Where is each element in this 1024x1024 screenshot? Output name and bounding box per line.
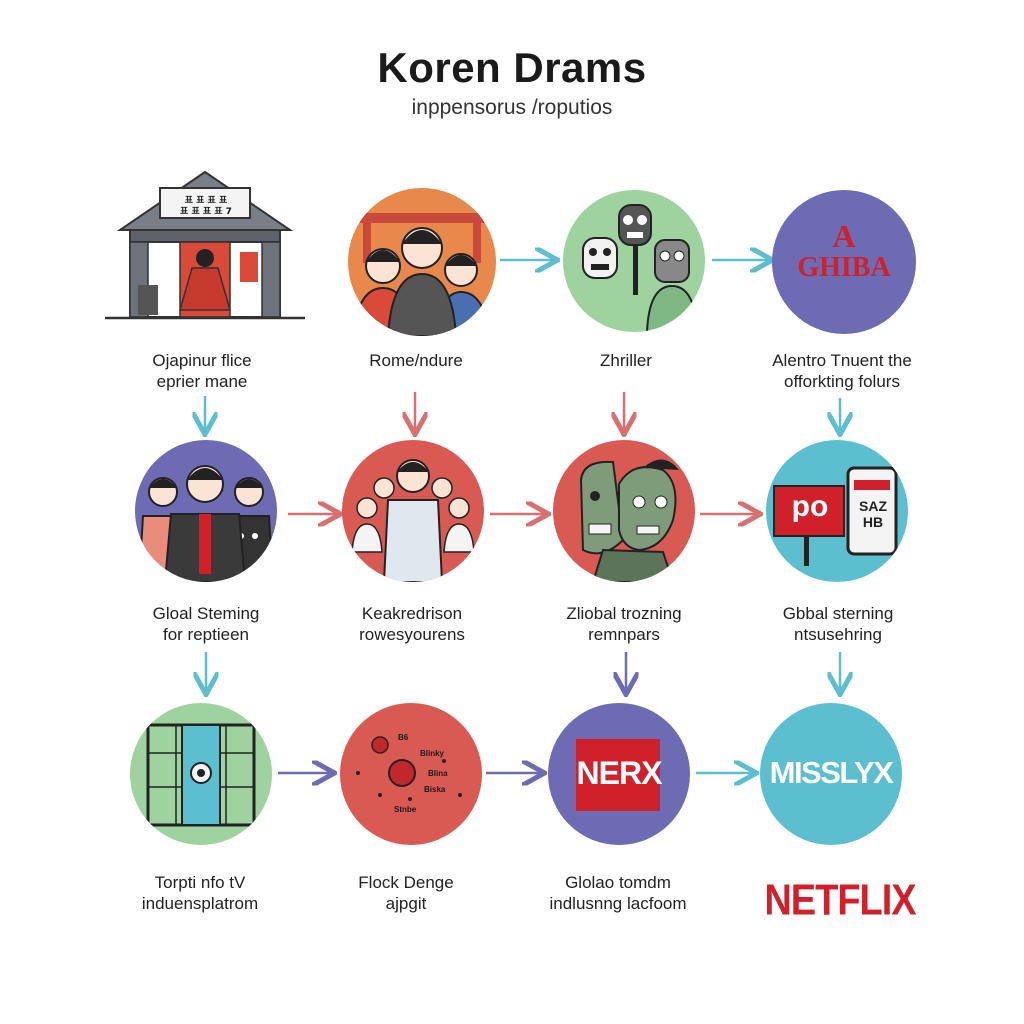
fandom-tag-5: Stnbe: [394, 805, 417, 814]
node-r3-c3-label: Glolao tomdm indlusnng lacfoom: [508, 872, 728, 914]
label-line1: Gloal Steming: [152, 604, 260, 623]
label-line1: Rome/ndure: [369, 351, 463, 370]
romance-group-icon: [348, 213, 496, 336]
label-line1: Alentro Tnuent the: [772, 351, 912, 370]
page-subtitle: inppensorus /roputios: [411, 96, 613, 119]
node-r2-c2: [342, 440, 484, 582]
label-line2: eprier mane: [156, 372, 248, 391]
label-line1: Torpti nfo tV: [154, 873, 246, 892]
fandom-tag-3: Blina: [428, 769, 448, 778]
node-r3-c2: B6 Blinky Blina Biska Stnbe: [340, 703, 482, 845]
node-r2-c3-label: Zliobal trozning remnpars: [514, 603, 734, 645]
node-r1-c3: [563, 190, 705, 332]
label-line1: Ojapinur flice: [152, 351, 252, 370]
netflix-logo: NETFLIX: [764, 876, 916, 926]
temple-sign-line2: 표 표 표 표 7: [180, 207, 232, 217]
node-r2-c3: [553, 440, 695, 582]
node-r3-c4: MISSLYX: [760, 703, 902, 845]
ghiba-logo: GHIBA: [797, 252, 891, 283]
label-line2: offorkting folurs: [784, 372, 900, 391]
zombie-icon: [579, 459, 679, 582]
label-line2: ntsusehring: [794, 625, 882, 644]
crowd-icon: [351, 459, 475, 582]
label-line1: Flock Denge: [358, 873, 454, 892]
node-r2-c2-label: Keakredrison rowesyourens: [302, 603, 522, 645]
label-line1: Zliobal trozning: [566, 604, 682, 623]
node-r3-c1-label: Torpti nfo tV induensplatrom: [90, 872, 310, 914]
node-r1-c2-label: Rome/ndure: [306, 350, 526, 371]
page-title: Koren Drams: [377, 44, 647, 91]
sign-phone-icon: [773, 466, 898, 566]
thriller-figures-icon: [582, 204, 699, 332]
nerx-logo-box: [576, 739, 660, 811]
label-line1: Gbbal sterning: [782, 604, 894, 623]
fandom-tag-1: B6: [398, 733, 409, 742]
node-r3-c3: NERX: [548, 703, 690, 845]
label-line2: for reptieen: [163, 625, 249, 644]
misslyx-logo: MISSLYX: [769, 755, 894, 790]
node-r1-c1: 표 표 표 표 표 표 표 표 7: [100, 160, 310, 335]
phone-text: SAZ HB: [859, 498, 887, 530]
node-r1-c4: A GHIBA: [772, 190, 916, 334]
label-line2: indlusnng lacfoom: [549, 894, 687, 913]
temple-icon: [105, 170, 305, 320]
label-line2: rowesyourens: [359, 625, 465, 644]
business-group-icon: [137, 465, 275, 582]
nerx-logo: NERX: [576, 755, 663, 791]
node-r1-c3-label: Zhriller: [516, 350, 736, 371]
fandom-tag-4: Biska: [424, 785, 446, 794]
node-r3-c1: [130, 703, 272, 845]
node-r2-c1: [135, 440, 277, 582]
fandom-tag-2: Blinky: [420, 749, 445, 758]
node-r2-c4-label: Gbbal sterning ntsusehring: [728, 603, 948, 645]
node-r2-c4: po SAZ HB: [766, 440, 908, 582]
label-line2: ajpgit: [385, 894, 427, 913]
label-line1: Glolao tomdm: [565, 873, 671, 892]
label-line1: Zhriller: [600, 351, 652, 370]
fandom-dots-icon: [356, 736, 462, 801]
label-line1: Keakredrison: [361, 604, 463, 623]
node-r1-c2: [348, 188, 496, 336]
node-r2-c1-label: Gloal Steming for reptieen: [96, 603, 316, 645]
node-r1-c1-label: Ojapinur flice eprier mane: [92, 350, 312, 392]
node-r1-c4-label: Alentro Tnuent the offorkting folurs: [732, 350, 952, 392]
label-line2: remnpars: [588, 625, 660, 644]
ghiba-logo-top: A: [832, 218, 856, 254]
temple-sign-line1: 표 표 표 표: [184, 196, 228, 206]
sign-text: po: [791, 490, 829, 523]
node-r3-c2-label: Flock Denge ajpgit: [296, 872, 516, 914]
tv-platform-icon: [146, 723, 256, 827]
label-line2: induensplatrom: [141, 894, 259, 913]
